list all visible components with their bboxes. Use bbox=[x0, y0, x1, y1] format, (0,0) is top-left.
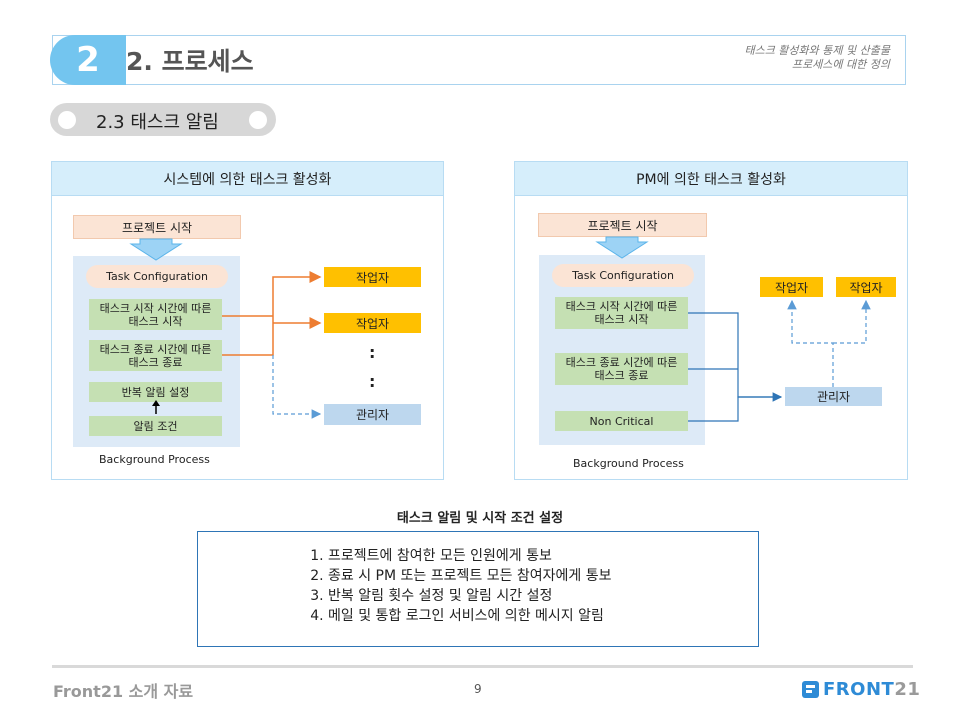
left-end-time-box: 태스크 종료 시간에 따른 태스크 종료 bbox=[89, 340, 222, 371]
right-start-time-line2: 태스크 시작 bbox=[594, 313, 649, 326]
right-manager: 관리자 bbox=[785, 387, 882, 406]
right-task-config: Task Configuration bbox=[552, 264, 694, 287]
left-panel-title: 시스템에 의한 태스크 활성화 bbox=[52, 162, 443, 196]
pill-left-dot bbox=[58, 111, 76, 129]
page-title: 2. 프로세스 bbox=[126, 47, 254, 76]
right-start-connector bbox=[688, 312, 781, 398]
logo-main-text: FRONT bbox=[823, 679, 895, 700]
right-dashed-to-worker1 bbox=[787, 299, 834, 387]
list-item: 반복 알림 횟수 설정 및 알림 시간 설정 bbox=[328, 586, 612, 606]
left-project-start: 프로젝트 시작 bbox=[73, 215, 241, 239]
front21-logo: FRONT21 bbox=[802, 679, 920, 700]
list-item: 프로젝트에 참여한 모든 인원에게 통보 bbox=[328, 546, 612, 566]
conditions-box: 프로젝트에 참여한 모든 인원에게 통보 종료 시 PM 또는 프로젝트 모든 … bbox=[197, 531, 759, 647]
logo-num-text: 21 bbox=[894, 679, 921, 700]
footer-title: Front21 소개 자료 bbox=[53, 682, 194, 701]
left-start-time-box: 태스크 시작 시간에 따른 태스크 시작 bbox=[89, 299, 222, 330]
section-label: 2.3 태스크 알림 bbox=[96, 112, 219, 133]
left-background-process-label: Background Process bbox=[99, 453, 210, 466]
right-end-time-line1: 태스크 종료 시간에 따른 bbox=[565, 356, 678, 369]
right-worker-2: 작업자 bbox=[836, 277, 896, 297]
right-non-critical-box: Non Critical bbox=[555, 411, 688, 431]
left-condition-box: 알림 조건 bbox=[89, 416, 222, 436]
right-panel-title: PM에 의한 태스크 활성화 bbox=[515, 162, 907, 196]
left-dashed-to-manager bbox=[272, 355, 322, 419]
header-subtitle-line2: 프로세스에 대한 정의 bbox=[791, 58, 890, 71]
left-down-arrow bbox=[129, 238, 183, 261]
left-worker-1: 작업자 bbox=[324, 267, 421, 287]
pill-right-dot bbox=[249, 111, 267, 129]
right-worker-1: 작업자 bbox=[760, 277, 823, 297]
left-start-time-line2: 태스크 시작 bbox=[128, 314, 183, 328]
list-item: 종료 시 PM 또는 프로젝트 모든 참여자에게 통보 bbox=[328, 566, 612, 586]
chapter-number: 2 bbox=[50, 35, 126, 85]
left-ellipsis-1: : bbox=[369, 343, 376, 362]
right-down-arrow bbox=[595, 236, 649, 259]
logo-text: FRONT21 bbox=[823, 679, 920, 700]
logo-icon bbox=[802, 681, 819, 698]
right-project-start: 프로젝트 시작 bbox=[538, 213, 707, 237]
left-manager: 관리자 bbox=[324, 404, 421, 425]
left-worker-2: 작업자 bbox=[324, 313, 421, 333]
conditions-title: 태스크 알림 및 시작 조건 설정 bbox=[396, 511, 564, 526]
right-end-time-box: 태스크 종료 시간에 따른 태스크 종료 bbox=[555, 353, 688, 385]
list-item: 메일 및 통합 로그인 서비스에 의한 메시지 알림 bbox=[328, 606, 612, 626]
right-start-time-box: 태스크 시작 시간에 따른 태스크 시작 bbox=[555, 297, 688, 329]
footer-divider bbox=[52, 665, 913, 668]
right-noncritical-connector bbox=[688, 392, 783, 422]
left-repeat-box: 반복 알림 설정 bbox=[89, 382, 222, 402]
conditions-list: 프로젝트에 참여한 모든 인원에게 통보 종료 시 PM 또는 프로젝트 모든 … bbox=[198, 546, 612, 626]
header-bar bbox=[52, 35, 906, 85]
left-orange-to-worker1 bbox=[222, 271, 322, 356]
left-task-config: Task Configuration bbox=[86, 265, 228, 288]
left-up-arrow-head bbox=[152, 400, 160, 406]
left-end-time-line1: 태스크 종료 시간에 따른 bbox=[99, 342, 212, 356]
right-dashed-to-worker2 bbox=[833, 299, 871, 344]
right-background-process-label: Background Process bbox=[573, 457, 684, 470]
left-ellipsis-2: : bbox=[369, 372, 376, 391]
left-start-time-line1: 태스크 시작 시간에 따른 bbox=[99, 301, 212, 315]
page-number: 9 bbox=[474, 682, 482, 696]
left-end-time-line2: 태스크 종료 bbox=[128, 355, 183, 369]
section-pill bbox=[50, 103, 276, 136]
header-subtitle: 태스크 활성화와 통제 및 산출물 프로세스에 대한 정의 bbox=[744, 44, 890, 72]
header-subtitle-line1: 태스크 활성화와 통제 및 산출물 bbox=[744, 44, 890, 57]
right-end-time-line2: 태스크 종료 bbox=[594, 369, 649, 382]
right-start-time-line1: 태스크 시작 시간에 따른 bbox=[565, 300, 678, 313]
